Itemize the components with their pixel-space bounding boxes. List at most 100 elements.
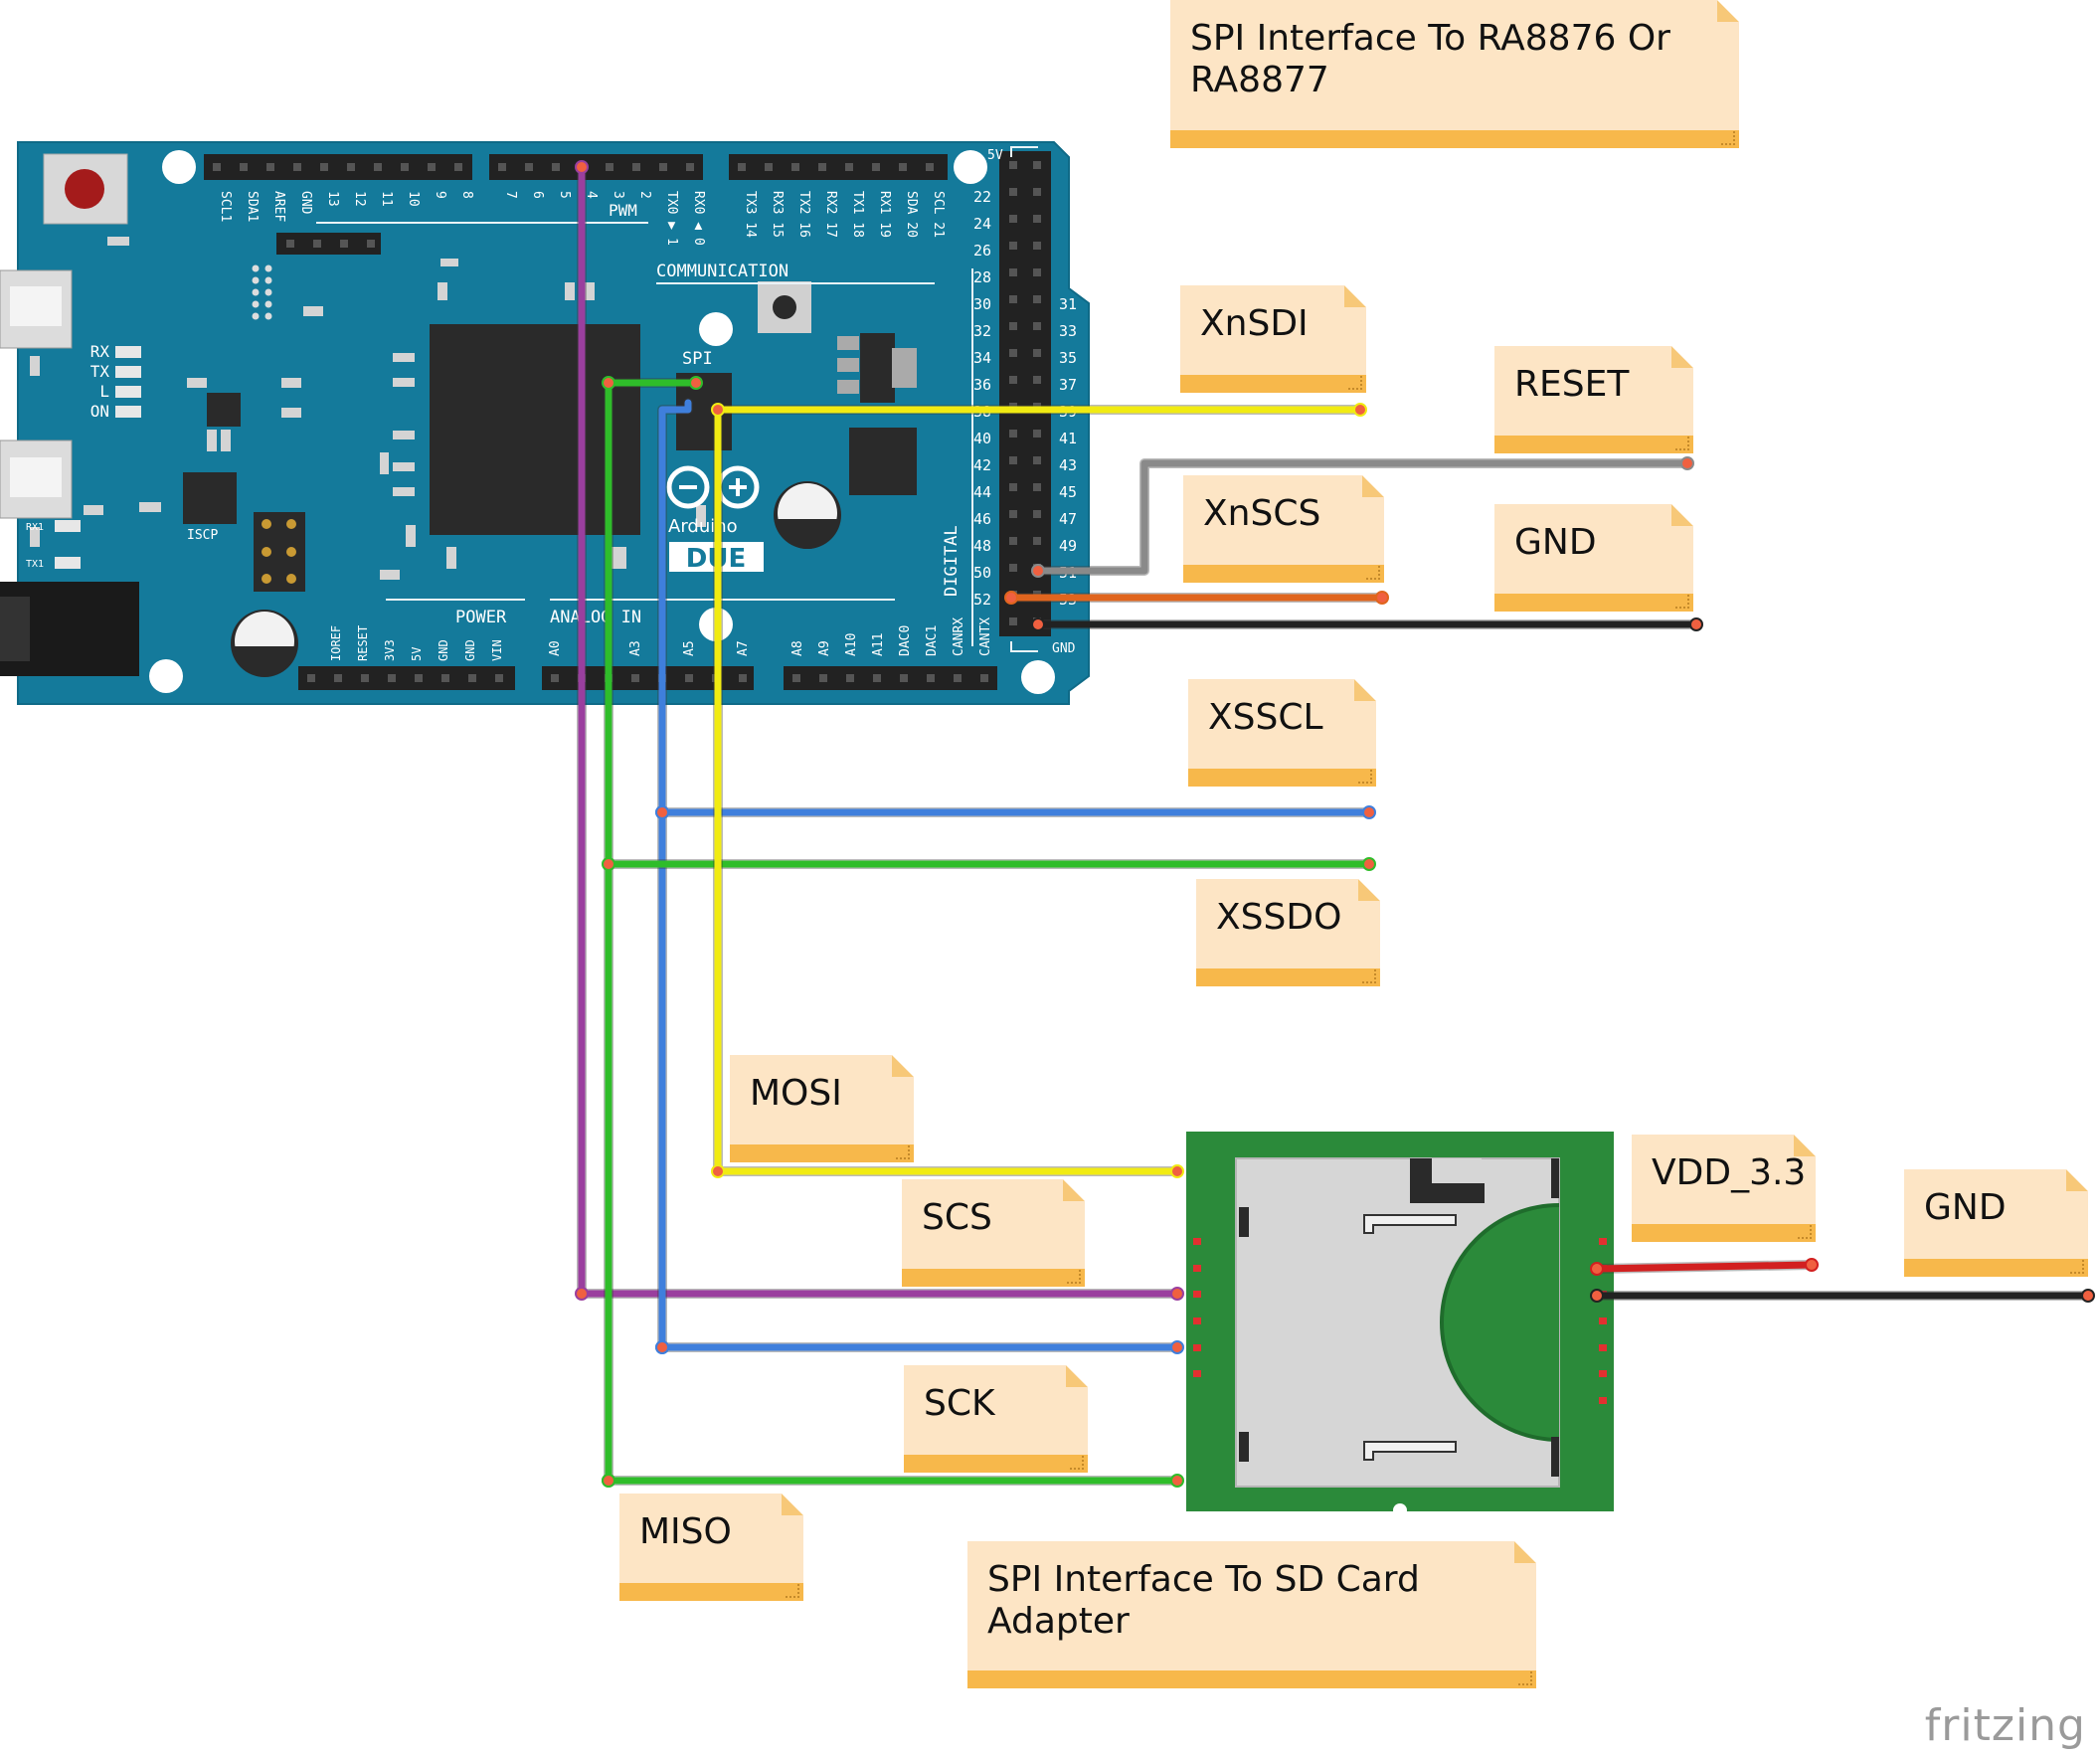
wire-red-vdd: [1593, 1261, 1816, 1273]
bottom-header-pins: [298, 666, 997, 690]
small-chip: [183, 472, 237, 524]
analog-pin-label: CANRX: [952, 617, 966, 656]
wire-endpoint: [655, 1340, 669, 1354]
note-reset-text: RESET: [1514, 364, 1630, 405]
top-pin-label: 12: [352, 191, 367, 207]
wire-endpoint: [602, 1474, 615, 1488]
usb-port-icon: [0, 269, 73, 519]
due-logo-text: DUE: [686, 544, 746, 574]
top-pin-label: 8: [459, 191, 474, 199]
analog-pin-label: DAC1: [925, 625, 940, 656]
note-miso[interactable]: MISO: [619, 1493, 803, 1601]
top-pin-label: 11: [379, 191, 394, 207]
erase-button-icon: [758, 281, 811, 333]
digital-pin-number: 51: [1059, 564, 1077, 582]
wire-endpoint: [1362, 857, 1376, 871]
digital-pin-number: 39: [1059, 403, 1077, 421]
spi-header: [676, 373, 732, 450]
power-pin-label: GND: [463, 639, 477, 661]
wire-endpoint: [602, 1474, 615, 1488]
top-pin-label: SDA1: [245, 191, 260, 222]
sam3x-chip: [430, 324, 640, 535]
digital-pin-number: 48: [973, 537, 991, 555]
note-vdd[interactable]: VDD_3.3: [1632, 1135, 1816, 1242]
analog-pin-label: A11: [871, 633, 886, 656]
note-sck[interactable]: SCK: [904, 1365, 1088, 1473]
analog-pin-label: A0: [548, 640, 563, 656]
note-reset[interactable]: RESET: [1494, 346, 1693, 453]
note-ra8876-title[interactable]: SPI Interface To RA8876 Or RA8877: [1170, 0, 1739, 148]
note-xsscl[interactable]: XSSCL: [1188, 679, 1376, 787]
note-gnd-right[interactable]: GND: [1904, 1169, 2088, 1277]
digital-pin-number: 42: [973, 456, 991, 474]
digital-pin-number: 36: [973, 376, 991, 394]
note-xnscs-text: XnSCS: [1203, 493, 1321, 534]
arduino-logo-icon: [666, 465, 760, 509]
top-pin-label: RX1 19: [877, 191, 892, 238]
wire-endpoint: [1170, 1287, 1184, 1301]
analog-pin-label: A8: [790, 640, 805, 656]
note-xnscs[interactable]: XnSCS: [1183, 475, 1384, 583]
digital-pin-number: 30: [973, 295, 991, 313]
note-xssdo[interactable]: XSSDO: [1196, 879, 1380, 986]
note-miso-text: MISO: [639, 1511, 732, 1552]
note-xnsdi[interactable]: XnSDI: [1180, 285, 1366, 393]
led-label: L: [99, 382, 109, 401]
wire-endpoint: [711, 1164, 725, 1178]
spi-label: SPI: [682, 349, 713, 369]
top-pin-label: TX1 18: [850, 191, 865, 238]
digital-pin-number: 43: [1059, 456, 1077, 474]
tx1-label: TX1: [26, 559, 44, 570]
top-pin-label: RX3 15: [770, 191, 785, 238]
wire-endpoint: [1362, 805, 1376, 819]
note-xnsdi-text: XnSDI: [1200, 303, 1309, 344]
note-scs[interactable]: SCS: [902, 1179, 1085, 1287]
digital-pin-number: 24: [973, 215, 991, 233]
arduino-due-board: [0, 141, 1090, 705]
top-pin-label: RX0 ◀ 0: [691, 191, 706, 246]
note-gnd-top[interactable]: GND: [1494, 504, 1693, 612]
note-gnd-top-text: GND: [1514, 522, 1597, 563]
digital-pin-number: 52: [973, 591, 991, 609]
analog-pin-label: A9: [817, 640, 832, 656]
note-mosi[interactable]: MOSI: [730, 1055, 914, 1162]
led-label: ON: [90, 402, 109, 421]
led-label: RX: [90, 342, 110, 361]
digital-pin-number: 26: [973, 242, 991, 260]
wire-blue-sck: [658, 399, 692, 1351]
analog-pin-label: A7: [736, 640, 751, 656]
analog-pin-label: CANTX: [978, 617, 993, 656]
icsp-header: [254, 512, 305, 592]
digital-pin-number: 35: [1059, 349, 1077, 367]
analog-pin-label: A10: [844, 633, 859, 656]
top-pin-label: 5: [557, 191, 572, 199]
gnd-pin-label: GND: [1052, 641, 1076, 656]
top-pin-label: 9: [433, 191, 447, 199]
wire-endpoint: [575, 160, 589, 174]
digital-pin-number: 22: [973, 188, 991, 206]
five-volt-label: 5V: [987, 148, 1003, 163]
top-pin-label: 2: [637, 191, 652, 199]
top-pin-label: 13: [325, 191, 340, 207]
rx1-label: RX1: [26, 522, 44, 533]
digital-pin-number: 34: [973, 349, 991, 367]
power-pin-label: IOREF: [329, 625, 343, 661]
power-pin-label: 5V: [410, 647, 424, 661]
top-pin-label: 4: [584, 191, 599, 199]
digital-pin-number: 28: [973, 268, 991, 286]
wire-endpoint: [1590, 1262, 1604, 1276]
top-pin-label: AREF: [271, 191, 286, 222]
power-jack-icon: [0, 582, 139, 676]
pwm-label: PWM: [609, 201, 637, 220]
note-sd-title[interactable]: SPI Interface To SD Card Adapter: [967, 1541, 1536, 1688]
wire-green-miso: [605, 379, 700, 1485]
wire-endpoint: [655, 1340, 669, 1354]
wire-endpoint: [1170, 1340, 1184, 1354]
top-header-pins: [204, 154, 948, 255]
power-pin-label: VIN: [490, 639, 504, 661]
note-gnd-right-text: GND: [1924, 1187, 2007, 1228]
top-pin-label: TX0 ▶ 1: [664, 191, 679, 246]
power-pin-label: RESET: [356, 625, 370, 661]
note-ra8876-title-text: SPI Interface To RA8876 Or RA8877: [1190, 18, 1670, 100]
wire-endpoint: [1375, 591, 1389, 605]
